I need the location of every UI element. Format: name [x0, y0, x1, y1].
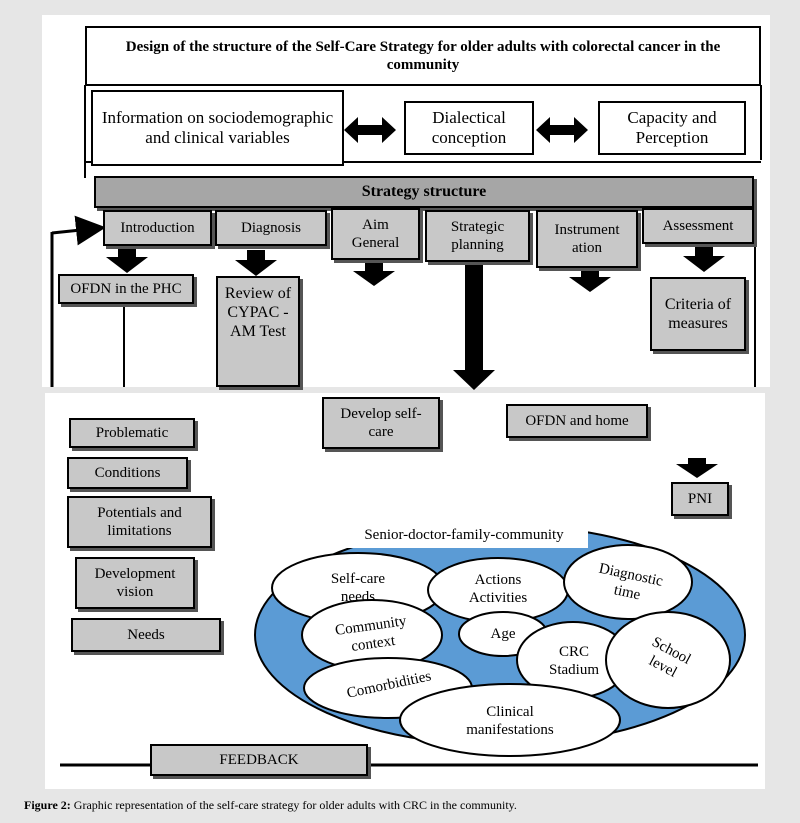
needs-box: Needs [71, 618, 221, 652]
problematic-box: Problematic [69, 418, 195, 448]
ellipse-title: Senior-doctor-family-community [340, 522, 588, 548]
self-care-needs-label: Self-care needs [330, 571, 386, 605]
ofdn-phc-box: OFDN in the PHC [58, 274, 194, 304]
actions-activities-label: Actions Activities [468, 572, 528, 606]
potentials-limitations-box: Potentials and limitations [67, 496, 212, 548]
stage-instrumentation: Instrument ation [536, 210, 638, 268]
feedback-box: FEEDBACK [150, 744, 368, 776]
caption-text: Graphic representation of the self-care … [70, 798, 517, 812]
strategy-structure-bar: Strategy structure [94, 176, 754, 208]
ofdn-home-box: OFDN and home [506, 404, 648, 438]
design-title: Design of the structure of the Self-Care… [85, 26, 761, 86]
pni-box: PNI [671, 482, 729, 516]
review-cypac-box: Review of CYPAC -AM Test [216, 276, 300, 387]
stage-strategic-planning: Strategic planning [425, 210, 530, 262]
clinical-manifestations-label: Clinical manifestations [466, 704, 554, 738]
criteria-measures-box: Criteria of measures [650, 277, 746, 351]
caption-label: Figure 2: [24, 798, 71, 812]
info-variables-box: Information on sociodemographic and clin… [91, 90, 344, 166]
crc-stadium-label: CRC Stadium [548, 644, 599, 678]
stage-assessment: Assessment [642, 208, 754, 244]
conditions-box: Conditions [67, 457, 188, 489]
dialectical-conception-box: Dialectical conception [404, 101, 534, 155]
stage-introduction: Introduction [103, 210, 212, 246]
stage-diagnosis: Diagnosis [215, 210, 327, 246]
development-vision-box: Development vision [75, 557, 195, 609]
capacity-perception-box: Capacity and Perception [598, 101, 746, 155]
age-label: Age [490, 626, 516, 642]
stage-aim-general: Aim General [331, 208, 420, 260]
figure-caption: Figure 2: Graphic representation of the … [24, 798, 517, 813]
develop-self-care-box: Develop self-care [322, 397, 440, 449]
